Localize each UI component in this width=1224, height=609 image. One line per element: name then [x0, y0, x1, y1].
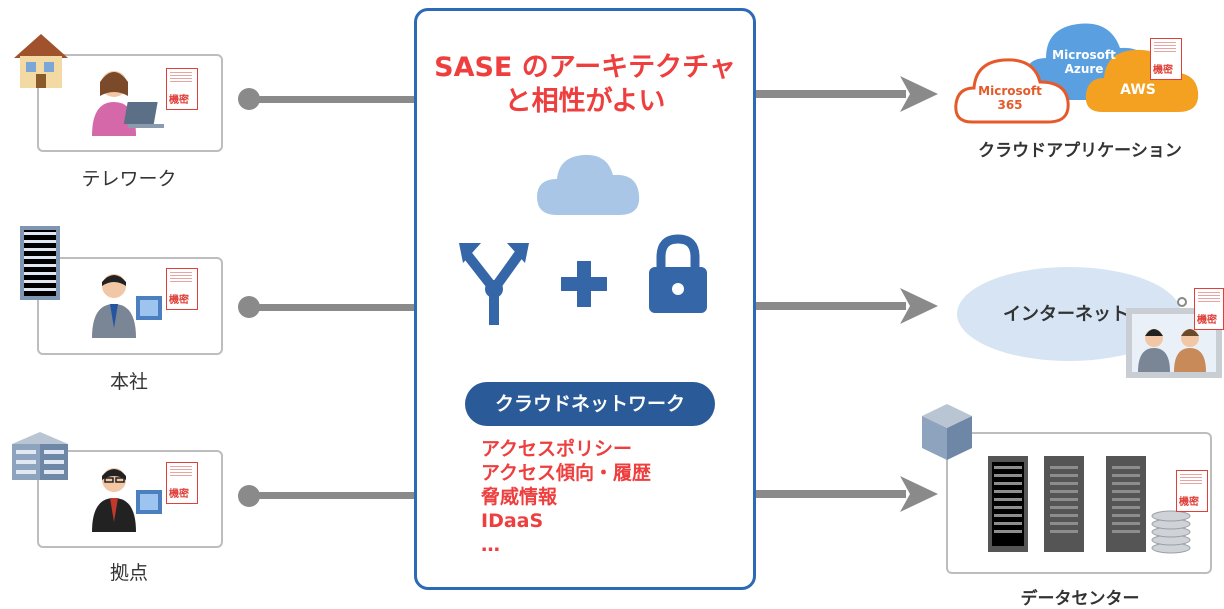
connector-dot-branch	[238, 485, 260, 507]
sase-title-line1: SASE のアーキテクチャ	[434, 52, 736, 83]
connector-line-hq	[250, 304, 416, 311]
ms365-cloud-icon	[954, 58, 1070, 124]
server-racks-icon	[988, 456, 1146, 552]
aws-text: AWS	[1120, 82, 1156, 98]
sase-title-line2: と相性がよい	[504, 86, 666, 117]
list-item: 脅威情報	[481, 486, 558, 508]
datacenter-label: データセンター	[1020, 589, 1140, 609]
office-building-icon	[20, 226, 60, 300]
cloud-network-pill: クラウドネットワーク	[465, 382, 715, 426]
branch-worker-icon	[92, 468, 162, 532]
sase-panel: SASE のアーキテクチャ と相性がよい クラウドネットワーク アクセスポリシー…	[414, 8, 756, 590]
internet-ellipse	[957, 267, 1181, 361]
arrow-to-internet	[756, 288, 938, 324]
confidential-doc-icon: 機密	[166, 268, 198, 310]
connector-line-branch	[250, 492, 416, 499]
connector-dot-hq	[238, 296, 260, 318]
list-item: アクセス傾向・履歴	[481, 462, 652, 484]
lock-icon	[649, 234, 707, 313]
internet-label: インターネット	[1003, 304, 1129, 325]
server-cube-icon	[922, 404, 972, 460]
hq-label: 本社	[109, 371, 148, 393]
teleworker-person-icon	[92, 71, 164, 136]
aws-cloud-icon	[1085, 49, 1199, 112]
video-conference-icon	[1126, 297, 1222, 378]
list-item: アクセスポリシー	[481, 438, 633, 460]
feature-list: アクセスポリシー アクセス傾向・履歴 脅威情報 IDaaS …	[481, 437, 651, 557]
cloud-icon	[537, 154, 640, 215]
house-icon	[14, 34, 68, 88]
confidential-doc-icon: 機密	[166, 462, 198, 504]
connector-line-telework	[250, 96, 416, 103]
list-item: IDaaS	[481, 510, 544, 532]
ms365-text: Microsoft 365	[978, 84, 1042, 112]
confidential-doc-icon: 機密	[1150, 38, 1182, 80]
confidential-doc-icon: 機密	[1176, 470, 1208, 512]
network-branch-icon	[459, 243, 529, 325]
connector-dot-telework	[238, 88, 260, 110]
telework-label: テレワーク	[81, 168, 177, 190]
disk-stack-icon	[1151, 510, 1191, 554]
confidential-doc-icon: 機密	[1194, 288, 1224, 330]
arrow-to-datacenter	[756, 476, 938, 512]
branch-building-icon	[12, 432, 68, 480]
cloud-app-label: クラウドアプリケーション	[978, 141, 1182, 161]
list-item: …	[481, 534, 500, 556]
plus-icon	[561, 261, 607, 307]
branch-label: 拠点	[109, 562, 148, 584]
arrow-to-cloud-apps	[756, 76, 938, 112]
azure-text: Microsoft Azure	[1052, 48, 1116, 76]
office-worker-icon	[92, 274, 162, 338]
confidential-doc-icon: 機密	[166, 68, 198, 110]
